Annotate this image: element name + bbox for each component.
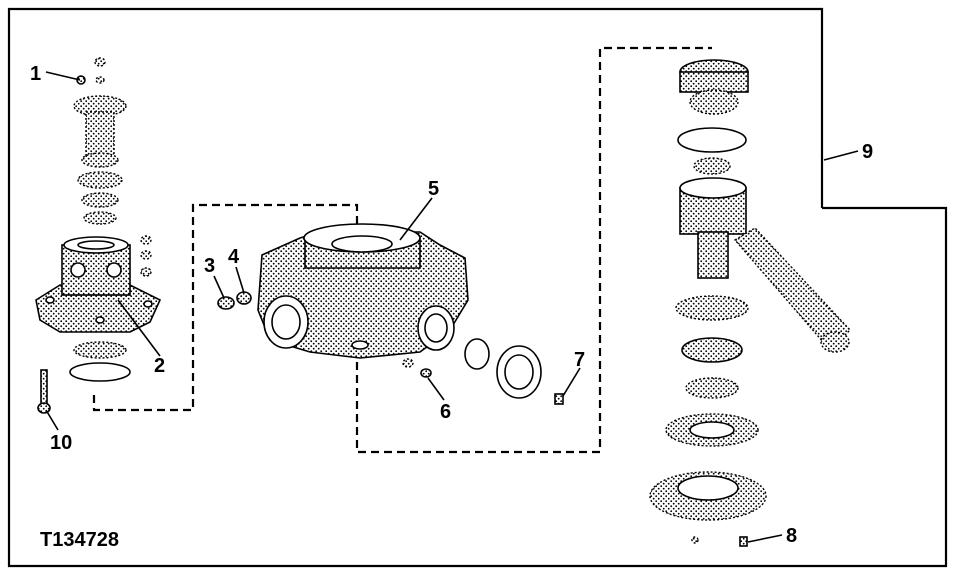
callout-10: 10: [50, 432, 72, 454]
callout-7: 7: [574, 349, 585, 371]
callout-3: 3: [204, 255, 215, 277]
callout-8: 8: [786, 525, 797, 547]
right-stack-assembly: [649, 59, 851, 547]
callout-2: 2: [154, 355, 165, 377]
assembly-line-left: [92, 203, 359, 412]
callout-4: 4: [228, 246, 240, 268]
left-stack-parts: [35, 57, 162, 414]
callout-5: 5: [428, 178, 439, 200]
callout-1: 1: [30, 63, 41, 85]
assembly-line-right: [355, 46, 712, 454]
callout-9: 9: [862, 141, 873, 163]
callout-6: 6: [440, 401, 451, 423]
frame-border: [7, 7, 948, 568]
figure-id: T134728: [40, 529, 119, 551]
leader-lines: [45, 71, 859, 543]
center-housing: [217, 223, 564, 405]
